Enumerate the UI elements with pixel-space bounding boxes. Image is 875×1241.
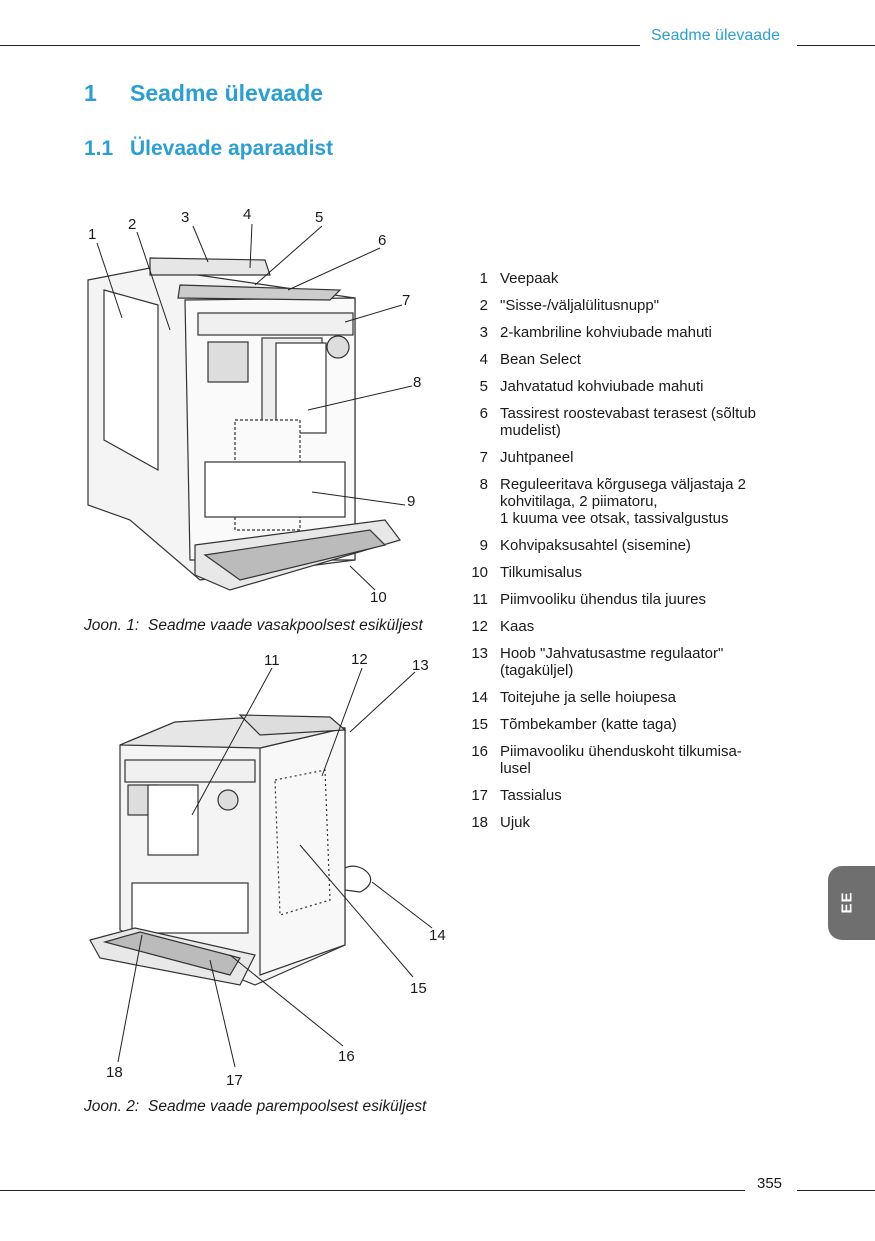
callout-16: 16 xyxy=(338,1048,355,1065)
part-number: 12 xyxy=(471,618,488,635)
figure2-caption: Joon. 2: Seadme vaade parempoolsest esikü… xyxy=(84,1098,426,1116)
footer-rule-right xyxy=(797,1190,875,1191)
callout-1: 1 xyxy=(88,226,96,243)
parts-list-item: 18 Ujuk xyxy=(462,814,782,831)
part-label: Piimvooliku ühendus tila juures xyxy=(500,591,706,608)
part-number: 9 xyxy=(479,537,488,554)
figure2-label: Joon. 2: xyxy=(84,1098,140,1115)
part-number: 5 xyxy=(479,378,488,395)
part-label: Reguleeritava kõrgusega väljastaja 2 koh… xyxy=(500,476,746,527)
part-number: 13 xyxy=(471,645,488,662)
language-tab-label: EE xyxy=(838,891,856,914)
parts-list-item: 7 Juhtpaneel xyxy=(462,449,782,466)
figure1-leader-lines xyxy=(96,223,413,591)
part-label: Tassialus xyxy=(500,787,562,804)
parts-list-item: 10 Tilkumisalus xyxy=(462,564,782,581)
parts-list-item: 9 Kohvipaksusahtel (sisemine) xyxy=(462,537,782,554)
parts-list-item: 3 2-kambriline kohviubade mahuti xyxy=(462,324,782,341)
parts-legend-list: 1 Veepaak 2 "Sisse-/väljalülitusnupp" 3 2-kam… xyxy=(462,270,782,841)
figure1-machine-drawing xyxy=(87,257,401,591)
part-label: Tõmbekamber (katte taga) xyxy=(500,716,677,733)
subsection-heading: 1.1 Ülevaade aparaadist xyxy=(84,137,333,161)
part-label: Tassirest roostevabast terasest (sõltub … xyxy=(500,405,756,439)
header-rule-right xyxy=(797,45,875,46)
callout-4: 4 xyxy=(243,206,251,223)
part-number: 1 xyxy=(479,270,488,287)
part-number: 7 xyxy=(479,449,488,466)
parts-list-item: 11 Piimvooliku ühendus tila juures xyxy=(462,591,782,608)
parts-list-item: 1 Veepaak xyxy=(462,270,782,287)
section-title: Seadme ülevaade xyxy=(130,80,324,106)
header-rule-left xyxy=(0,45,640,46)
figure1-caption: Joon. 1: Seadme vaade vasakpoolsest esikü… xyxy=(84,617,423,635)
figure2-leader-lines xyxy=(117,667,433,1068)
part-label: Bean Select xyxy=(500,351,581,368)
part-label: Juhtpaneel xyxy=(500,449,574,466)
parts-list-item: 8 Reguleeritava kõrgusega väljastaja 2 ko… xyxy=(462,476,782,527)
callout-12: 12 xyxy=(351,651,368,668)
figure2-caption-text: Seadme vaade parempoolsest esiküljest xyxy=(148,1098,427,1115)
part-label: "Sisse-/väljalülitusnupp" xyxy=(500,297,660,314)
part-number: 11 xyxy=(472,591,488,608)
part-number: 10 xyxy=(471,564,488,581)
callout-9: 9 xyxy=(407,493,415,510)
callout-6: 6 xyxy=(378,232,386,249)
figure2-machine-drawing xyxy=(89,714,372,986)
part-label: Jahvatatud kohviubade mahuti xyxy=(500,378,704,395)
parts-list-item: 17 Tassialus xyxy=(462,787,782,804)
part-number: 3 xyxy=(479,324,488,341)
parts-list-item: 5 Jahvatatud kohviubade mahuti xyxy=(462,378,782,395)
parts-list-item: 12 Kaas xyxy=(462,618,782,635)
part-label: Piimavooliku ühenduskoht tilkumisa- luse… xyxy=(500,743,742,777)
figure1-label: Joon. 1: xyxy=(84,617,140,634)
part-number: 18 xyxy=(471,814,488,831)
part-number: 2 xyxy=(479,297,488,314)
part-number: 8 xyxy=(479,476,488,493)
footer-rule-left xyxy=(0,1190,745,1191)
callout-11: 11 xyxy=(264,652,280,669)
part-label: 2-kambriline kohviubade mahuti xyxy=(500,324,712,341)
parts-list-item: 2 "Sisse-/väljalülitusnupp" xyxy=(462,297,782,314)
part-number: 4 xyxy=(479,351,488,368)
callout-8: 8 xyxy=(413,374,421,391)
figure1-callouts: 1 2 3 4 5 6 7 8 9 10 xyxy=(88,206,421,606)
subsection-number: 1.1 xyxy=(84,137,114,160)
part-number: 6 xyxy=(479,405,488,422)
callout-17: 17 xyxy=(226,1072,243,1089)
callout-10: 10 xyxy=(370,589,387,606)
subsection-title: Ülevaade aparaadist xyxy=(130,137,334,160)
figure2-callouts: 11 12 13 14 15 16 17 18 xyxy=(106,651,446,1089)
parts-list-item: 6 Tassirest roostevabast terasest (sõltub… xyxy=(462,405,782,439)
callout-5: 5 xyxy=(315,209,323,226)
parts-list-item: 16 Piimavooliku ühenduskoht tilkumisa- lu… xyxy=(462,743,782,777)
part-label: Veepaak xyxy=(500,270,559,287)
figure1-caption-text: Seadme vaade vasakpoolsest esiküljest xyxy=(148,617,423,634)
callout-2: 2 xyxy=(128,216,136,233)
section-number: 1 xyxy=(84,80,97,106)
callout-15: 15 xyxy=(410,980,427,997)
part-label: Hoob "Jahvatusastme regulaator" (tagakül… xyxy=(500,645,724,679)
part-label: Kaas xyxy=(500,618,535,635)
part-label: Toitejuhe ja selle hoiupesa xyxy=(500,689,676,706)
part-label: Tilkumisalus xyxy=(500,564,582,581)
parts-list-item: 15 Tõmbekamber (katte taga) xyxy=(462,716,782,733)
callout-13: 13 xyxy=(412,657,429,674)
part-number: 14 xyxy=(471,689,488,706)
callout-3: 3 xyxy=(181,209,189,226)
callout-18: 18 xyxy=(106,1064,123,1081)
running-title: Seadme ülevaade xyxy=(651,27,780,44)
language-tab: EE xyxy=(828,866,875,940)
parts-list-item: 4 Bean Select xyxy=(462,351,782,368)
part-number: 16 xyxy=(471,743,488,760)
parts-list-item: 13 Hoob "Jahvatusastme regulaator" (tagak… xyxy=(462,645,782,679)
part-number: 17 xyxy=(471,787,488,804)
section-heading: 1 Seadme ülevaade xyxy=(84,80,323,107)
callout-7: 7 xyxy=(402,292,410,309)
parts-list-item: 14 Toitejuhe ja selle hoiupesa xyxy=(462,689,782,706)
callout-14: 14 xyxy=(429,927,446,944)
part-label: Kohvipaksusahtel (sisemine) xyxy=(500,537,691,554)
part-label: Ujuk xyxy=(500,814,531,831)
page-number: 355 xyxy=(757,1175,783,1192)
part-number: 15 xyxy=(471,716,488,733)
